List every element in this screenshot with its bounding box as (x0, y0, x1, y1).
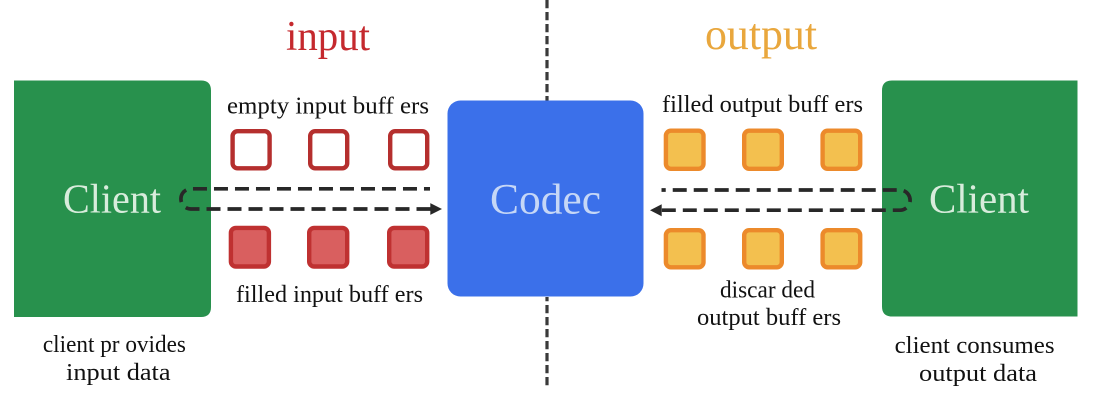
svg-text:Codec: Codec (490, 177, 601, 224)
svg-text:Client: Client (929, 176, 1030, 222)
svg-text:input: input (286, 14, 370, 60)
svg-text:input data: input data (66, 360, 171, 386)
svg-text:filled output buff ers: filled output buff ers (662, 92, 863, 118)
svg-text:output buff ers: output buff ers (697, 305, 841, 331)
svg-text:client pr ovides: client pr ovides (43, 332, 186, 358)
svg-text:Client: Client (63, 176, 162, 222)
svg-text:client consumes: client consumes (895, 333, 1055, 359)
svg-text:empty input buff ers: empty input buff ers (227, 94, 429, 120)
svg-text:output data: output data (919, 361, 1037, 387)
svg-text:filled input buff ers: filled input buff ers (236, 282, 423, 308)
svg-text:output: output (705, 10, 817, 59)
svg-text:discar ded: discar ded (720, 278, 815, 304)
